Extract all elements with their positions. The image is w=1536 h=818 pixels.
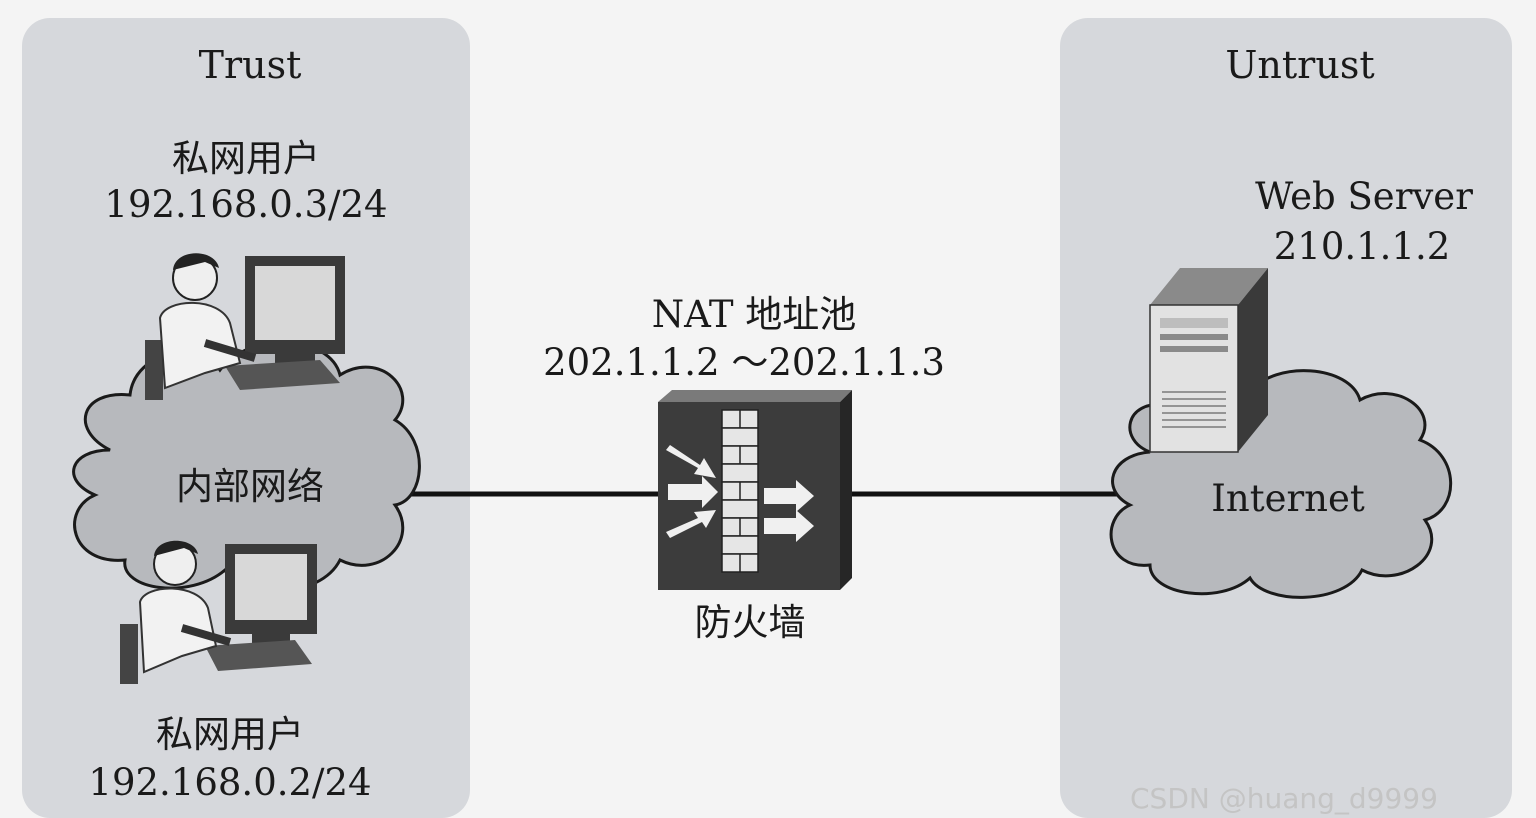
user-top-ip: 192.168.0.3/24 [104,183,388,226]
internet-label: Internet [1211,477,1365,520]
trust-zone-title: Trust [198,43,302,87]
user-workstation-top-icon [145,253,345,400]
firewall-label: 防火墙 [694,601,806,644]
untrust-zone-title: Untrust [1225,43,1375,87]
user-bottom-ip: 192.168.0.2/24 [88,761,372,804]
user-top-label: 私网用户 [172,137,320,180]
web-server-title: Web Server [1255,175,1473,218]
nat-pool-range: 202.1.1.2 ～202.1.1.3 [543,341,945,384]
nat-pool-title: NAT 地址池 [651,293,857,336]
web-server-icon [1149,268,1268,453]
user-workstation-bottom-icon [120,540,317,684]
firewall-icon [658,390,852,590]
internal-network-label: 内部网络 [176,465,324,508]
web-server-ip: 210.1.1.2 [1273,225,1451,268]
watermark: CSDN @huang_d9999 [1130,782,1438,815]
user-bottom-label: 私网用户 [156,713,304,756]
